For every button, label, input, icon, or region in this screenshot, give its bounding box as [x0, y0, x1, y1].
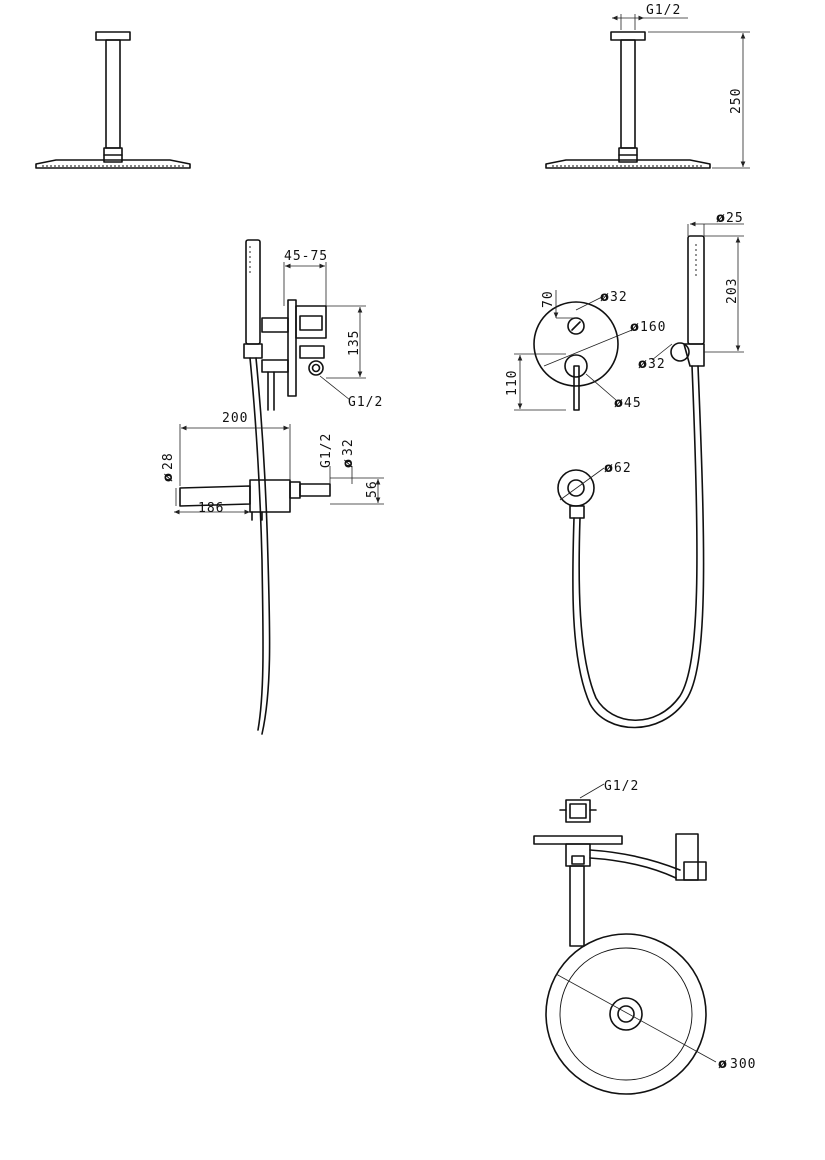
label-25: 25: [726, 211, 744, 226]
label-110: 110: [505, 370, 520, 396]
label-phi-spout: ø: [341, 459, 356, 468]
mixer-front-view: [533, 235, 705, 729]
label-56: 56: [365, 480, 380, 498]
label-300: 300: [730, 1057, 756, 1072]
shower-head-side-view: [545, 14, 750, 169]
label-203: 203: [725, 278, 740, 304]
label-phi-25: ø: [716, 211, 725, 226]
label-g12-mixer: G1/2: [348, 395, 383, 410]
top-view: [533, 783, 717, 1095]
label-32-holder: 32: [648, 357, 666, 372]
label-phi-45: ø: [614, 396, 623, 411]
label-135: 135: [347, 330, 362, 356]
label-g12-spout: G1/2: [319, 433, 334, 468]
label-250: 250: [729, 88, 744, 114]
label-32-spout: 32: [341, 438, 356, 456]
shower-head-front-view: [35, 31, 191, 169]
label-phi-32-handle: ø: [600, 290, 609, 305]
label-45-75: 45-75: [284, 249, 328, 264]
label-phi-28: ø: [161, 473, 176, 482]
label-200: 200: [222, 411, 248, 426]
label-phi-62: ø: [604, 461, 613, 476]
label-g12-top-view: G1/2: [604, 779, 639, 794]
label-62: 62: [614, 461, 632, 476]
label-186: 186: [198, 501, 224, 516]
mixer-side-dimensions: [174, 262, 384, 515]
label-g12-top: G1/2: [646, 3, 681, 18]
label-28: 28: [161, 452, 176, 470]
label-phi-32-holder: ø: [638, 357, 647, 372]
label-32-handle: 32: [610, 290, 628, 305]
label-phi-160: ø: [630, 320, 639, 335]
label-70: 70: [541, 290, 556, 308]
label-45: 45: [624, 396, 642, 411]
label-160: 160: [640, 320, 666, 335]
mixer-side-view: [179, 239, 331, 735]
label-phi-300: ø: [718, 1057, 727, 1072]
mixer-front-dimensions: [514, 221, 744, 501]
